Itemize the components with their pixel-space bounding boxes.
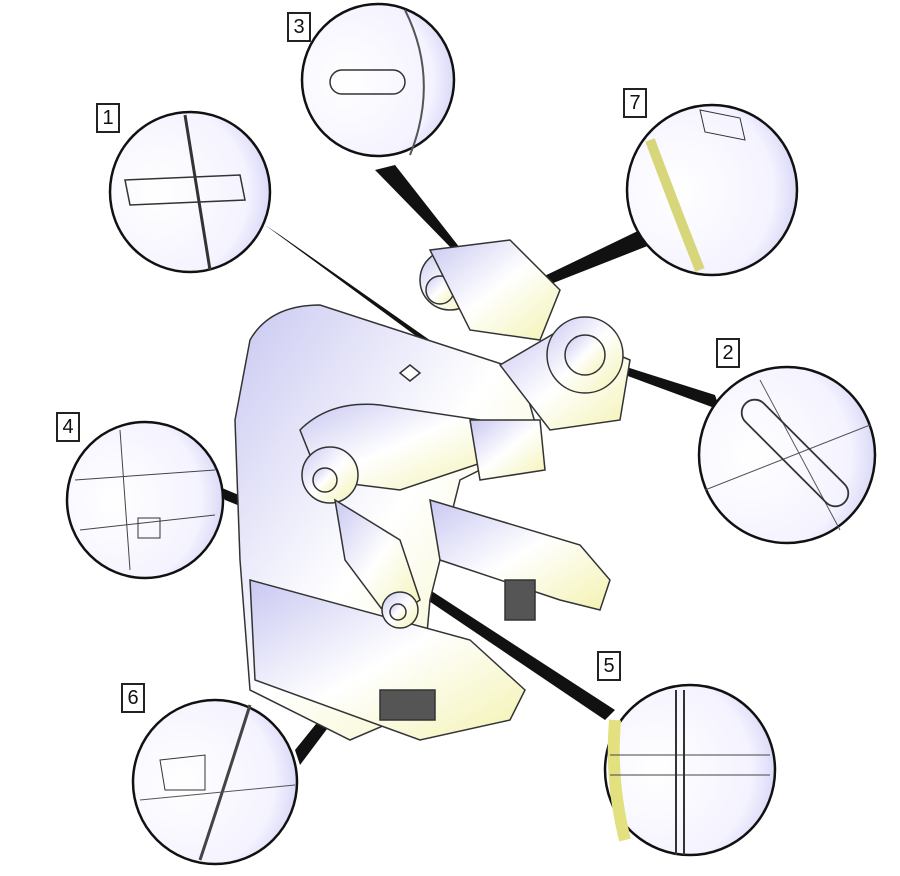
callout-label-7: 7 (623, 88, 647, 118)
detail-circle-6 (131, 698, 299, 866)
callout-label-3: 3 (287, 12, 311, 42)
detail-circle-5 (603, 683, 777, 857)
callout-label-4: 4 (56, 412, 80, 442)
callout-label-6: 6 (121, 683, 145, 713)
detail-circle-4 (65, 420, 225, 580)
robot-illustration (234, 239, 631, 741)
callout-label-5: 5 (597, 651, 621, 681)
detail-circle-3 (300, 2, 456, 158)
detail-circle-1 (108, 110, 272, 274)
callout-label-1: 1 (96, 103, 120, 133)
detail-circle-2 (697, 365, 877, 545)
callout-label-2: 2 (716, 338, 740, 368)
detail-circle-7 (625, 103, 799, 277)
